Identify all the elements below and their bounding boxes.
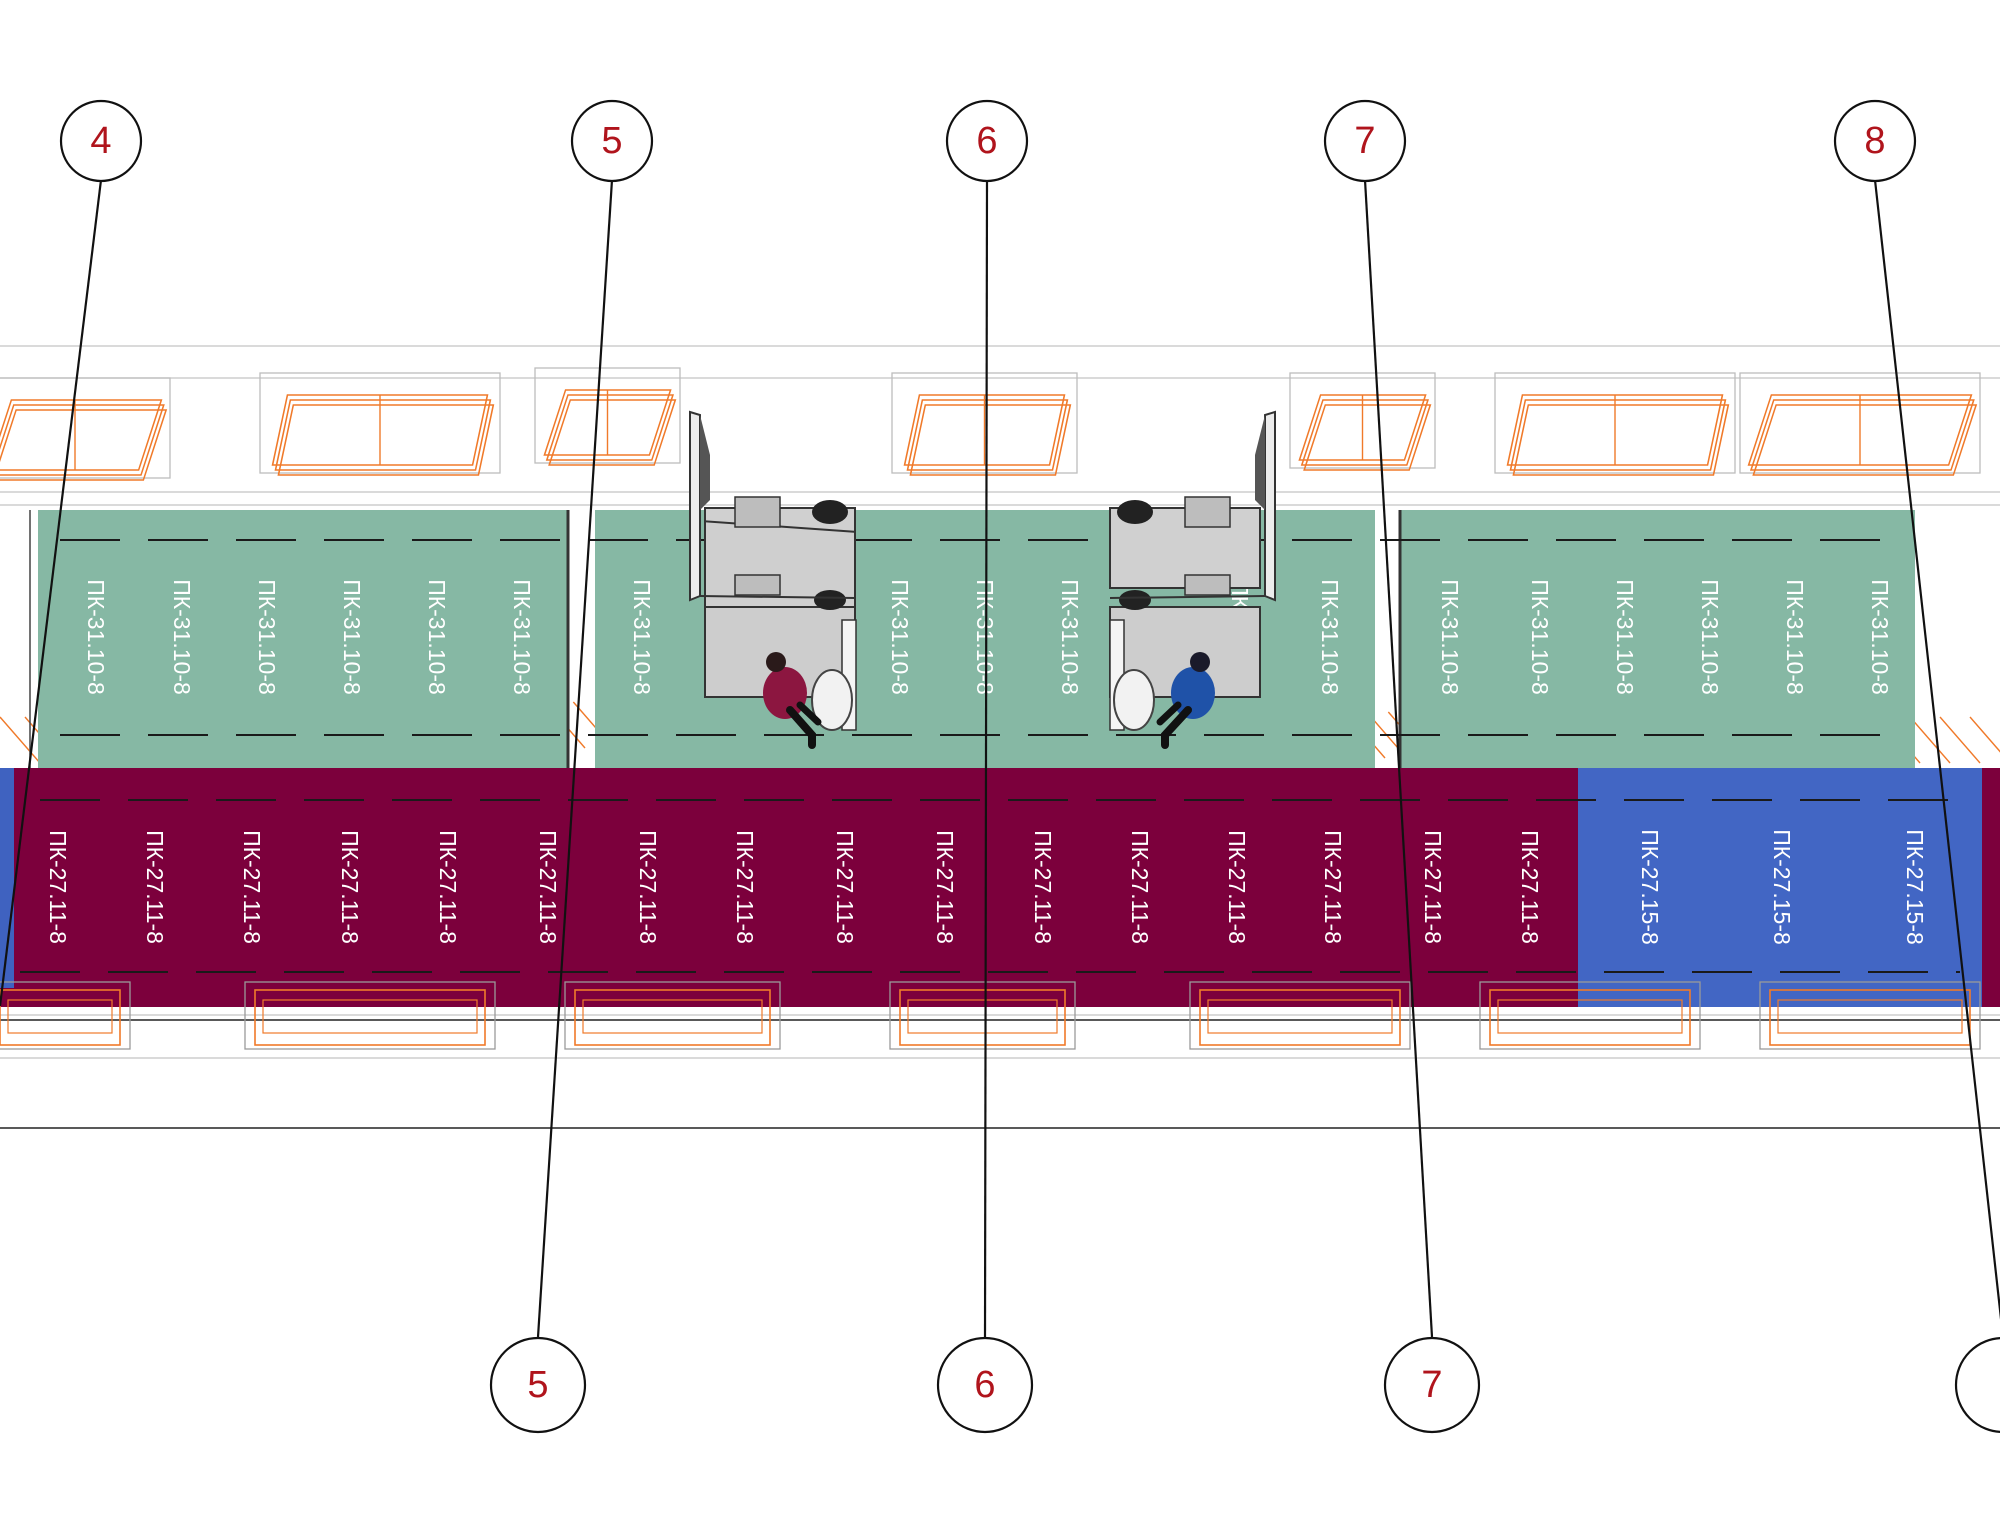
panel-label: ПК-27.11-8 <box>435 830 461 944</box>
wall-outline-lines <box>0 345 2000 1129</box>
window-frame-bottom-7 <box>1759 981 1981 1050</box>
window-frame-top-5 <box>1289 372 1436 471</box>
axis-marker-top-3: 6 <box>945 99 1029 183</box>
panel-label: ПК-31.10-8 <box>339 579 365 695</box>
panel-label: ПК-27.11-8 <box>1517 830 1543 944</box>
panel-label: ПК-31.10-8 <box>169 579 195 695</box>
window-frame-bottom-1 <box>0 981 131 1050</box>
axis-marker-top-1: 4 <box>59 99 143 183</box>
panel-label: ПК-31.10-8 <box>1317 579 1343 695</box>
top-axis-markers: 4 5 6 7 8 <box>59 99 1917 183</box>
panel-label: ПК-27.11-8 <box>142 830 168 944</box>
panel-label: ПК-27.11-8 <box>1320 830 1346 944</box>
panel-label: ПК-27.15-8 <box>1637 829 1663 945</box>
panel-label: ПК-31.10-8 <box>1867 579 1893 695</box>
window-frame-bottom-4 <box>889 981 1076 1050</box>
panel-label: ПК-27.15-8 <box>1769 829 1795 945</box>
panel-label: ПК-27.11-8 <box>1127 830 1153 944</box>
window-frame-top-6 <box>1494 372 1736 476</box>
window-frame-top-7 <box>1739 372 1981 476</box>
upper-slab-zone <box>29 510 1915 768</box>
panel-label: ПК-31.10-8 <box>1782 579 1808 695</box>
axis-number: 6 <box>974 1364 995 1406</box>
window-frame-top-1 <box>0 377 171 481</box>
panel-label: ПК-27.11-8 <box>1224 830 1250 944</box>
axis-number: 5 <box>601 120 622 162</box>
lower-slab-zone <box>0 768 2000 1009</box>
panel-label: ПК-27.11-8 <box>732 830 758 944</box>
window-frame-bottom-5 <box>1189 981 1411 1050</box>
panel-label: ПК-31.10-8 <box>424 579 450 695</box>
axis-marker-top-4: 7 <box>1323 99 1407 183</box>
panel-label: ПК-31.10-8 <box>1612 579 1638 695</box>
lower-slab-blue <box>1578 768 1982 1008</box>
toilet-bowl-icon <box>811 669 853 731</box>
panel-label: ПК-27.11-8 <box>45 830 71 944</box>
grid-axis-lines <box>0 179 2000 1338</box>
sink-icon <box>812 500 848 524</box>
panel-label: ПК-27.15-8 <box>1902 829 1928 945</box>
panel-label: ПК-31.10-8 <box>1057 579 1083 695</box>
panel-label: ПК-27.11-8 <box>337 830 363 944</box>
axis-number: 7 <box>1421 1364 1442 1406</box>
panel-label: ПК-31.10-8 <box>972 579 998 695</box>
panel-joint-dashes <box>20 539 1960 973</box>
window-frame-top-4 <box>891 372 1078 476</box>
panel-label: ПК-27.11-8 <box>832 830 858 944</box>
person-red-icon <box>763 652 822 749</box>
panel-label: ПК-27.11-8 <box>932 830 958 944</box>
panel-label: ПК-27.11-8 <box>635 830 661 944</box>
window-frame-bottom-6 <box>1479 981 1701 1050</box>
window-frame-bottom-2 <box>244 981 496 1050</box>
panel-label: ПК-31.10-8 <box>1527 579 1553 695</box>
axis-marker-bottom-4 <box>1954 1337 2000 1433</box>
panel-label: ПК-31.10-8 <box>887 579 913 695</box>
panel-label: ПК-27.11-8 <box>239 830 265 944</box>
lower-slab-red <box>0 768 1592 1008</box>
panel-label: ПК-31.10-8 <box>629 579 655 695</box>
axis-marker-top-2: 5 <box>570 99 654 183</box>
axis-marker-bottom-1: 5 <box>489 1336 587 1434</box>
toilet-cabin-right <box>1109 410 1276 731</box>
axis-number: 7 <box>1354 120 1375 162</box>
panel-label: ПК-27.11-8 <box>1420 830 1446 944</box>
axis-marker-top-5: 8 <box>1833 99 1917 183</box>
panel-labels: ПК-31.10-8 ПК-31.10-8 ПК-31.10-8 ПК-31.10-8… <box>45 579 1928 945</box>
person-blue-icon <box>1156 652 1215 749</box>
edge-blue-left <box>0 768 14 988</box>
window-frame-top-3 <box>534 367 681 466</box>
panel-label: ПК-31.10-8 <box>1697 579 1723 695</box>
upper-slab-block-right <box>1400 510 1915 768</box>
panel-label: ПК-31.10-8 <box>254 579 280 695</box>
window-frame-bottom-3 <box>564 981 781 1050</box>
axis-number: 4 <box>90 120 111 162</box>
toilet-cabin-left <box>689 410 857 731</box>
axis-marker-bottom-3: 7 <box>1383 1336 1481 1434</box>
window-frame-top-2 <box>259 372 501 476</box>
panel-label: ПК-27.11-8 <box>1030 830 1056 944</box>
panel-label: ПК-27.11-8 <box>535 830 561 944</box>
axis-marker-bottom-2: 6 <box>936 1336 1034 1434</box>
edge-red-right <box>1982 768 2000 1008</box>
upper-slab-block-left <box>38 510 568 768</box>
axis-number: 8 <box>1864 120 1885 162</box>
panel-label: ПК-31.10-8 <box>83 579 109 695</box>
axis-number: 6 <box>976 120 997 162</box>
axis-number: 5 <box>527 1364 548 1406</box>
bottom-window-frames <box>0 981 1981 1050</box>
bottom-axis-markers: 5 6 7 <box>489 1336 2000 1434</box>
panel-label: ПК-31.10-8 <box>509 579 535 695</box>
panel-label: ПК-31.10-8 <box>1437 579 1463 695</box>
